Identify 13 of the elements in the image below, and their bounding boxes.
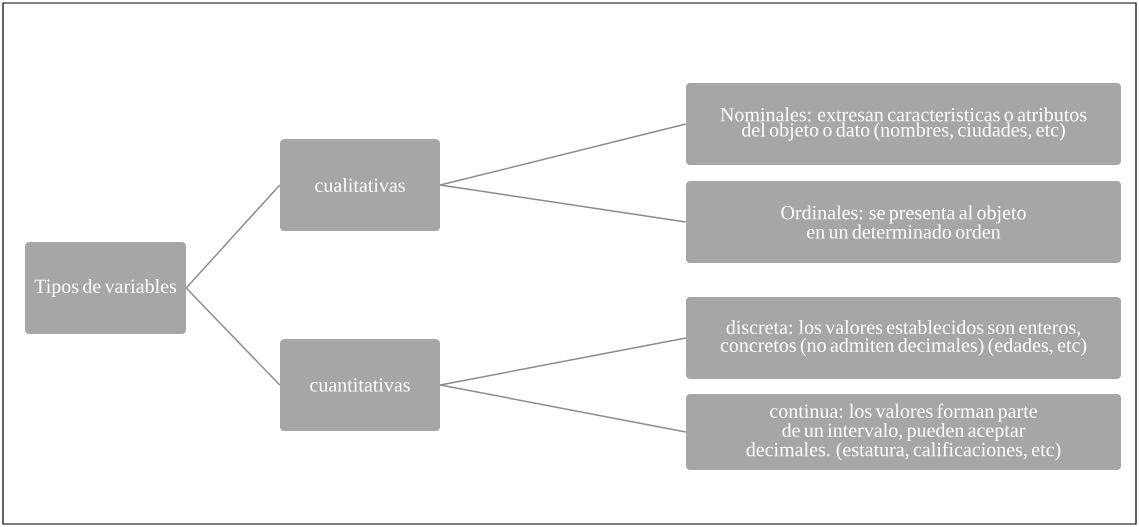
- category-box: cualitativas: [280, 139, 440, 231]
- connector-line: [185, 287, 281, 386]
- category-box: continua: los valores forman parte de un intervalo, pueden aceptar decimales. (estatura, calificaciones, etc): [686, 394, 1121, 470]
- connector-line: [185, 184, 281, 289]
- category-box: discreta: los valores establecidos son enteros, concretos (no admiten decimales) (edades, etc): [686, 297, 1121, 379]
- connector-line: [439, 123, 687, 186]
- category-box: Nominales: extresan caracteristicas o atributos del objeto o dato (nombres, ciudades, etc): [686, 83, 1121, 165]
- connector-line: [439, 337, 687, 386]
- connector-line: [439, 184, 687, 223]
- connector-line: [439, 384, 687, 433]
- category-box: Ordinales: se presenta al objeto en un determinado orden: [686, 181, 1121, 263]
- category-box: Tipos de variables: [25, 242, 186, 334]
- category-box: cuantitativas: [280, 339, 440, 431]
